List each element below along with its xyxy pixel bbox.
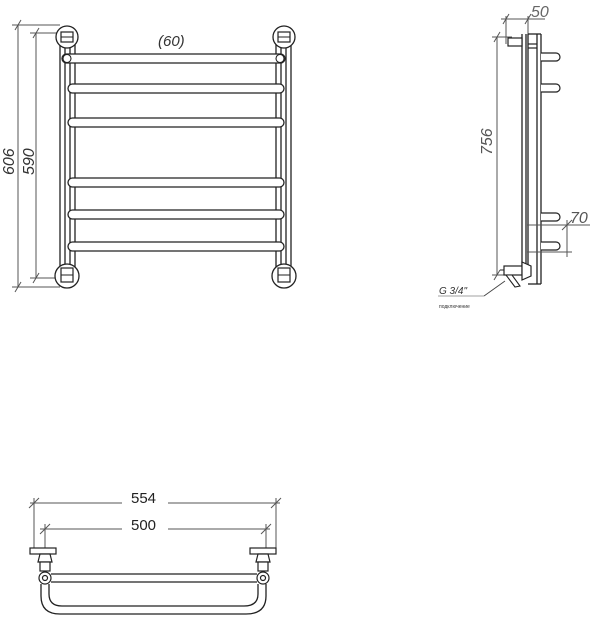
dim-70-line	[527, 219, 590, 257]
rung-4	[67, 177, 285, 188]
dim-756-line	[492, 31, 512, 281]
mount-bottom-right	[271, 263, 297, 289]
dim-70-label: 70	[570, 210, 588, 227]
side-top-bracket	[507, 37, 537, 49]
side-view: 50 756	[438, 4, 590, 310]
rung-6	[67, 241, 285, 252]
mount-top-left	[55, 25, 79, 49]
dim-500-label: 500	[131, 517, 156, 534]
side-bar-4	[541, 241, 561, 251]
left-post	[59, 35, 76, 272]
side-bar-3	[541, 212, 561, 222]
side-body	[521, 33, 542, 285]
side-bar-1	[541, 52, 561, 62]
dim-50-label: 50	[531, 4, 549, 21]
connection-leader	[483, 280, 506, 297]
dim-606-line	[12, 19, 60, 293]
rung-1	[61, 53, 286, 64]
top-right-bracket	[249, 547, 277, 585]
connection-sublabel: подключение	[439, 304, 470, 310]
mount-top-right	[272, 25, 296, 49]
rung-3	[67, 117, 285, 128]
right-post	[275, 35, 292, 272]
dim-554-label: 554	[131, 490, 156, 507]
top-rails	[40, 573, 267, 615]
dim-756-label: 756	[479, 128, 496, 155]
side-valve	[500, 261, 532, 288]
connection-label: G 3/4"	[439, 286, 467, 297]
mount-bottom-left	[54, 263, 80, 289]
dim-606-label: 606	[1, 148, 18, 175]
front-view: 606 590	[1, 19, 297, 293]
rung-5	[67, 209, 285, 220]
dim-60-label: (60)	[158, 33, 185, 50]
side-bar-2	[541, 83, 561, 93]
top-left-bracket	[29, 547, 57, 585]
rung-2	[67, 83, 285, 94]
dim-590-label: 590	[21, 148, 38, 175]
top-view: 554 500	[28, 490, 282, 615]
